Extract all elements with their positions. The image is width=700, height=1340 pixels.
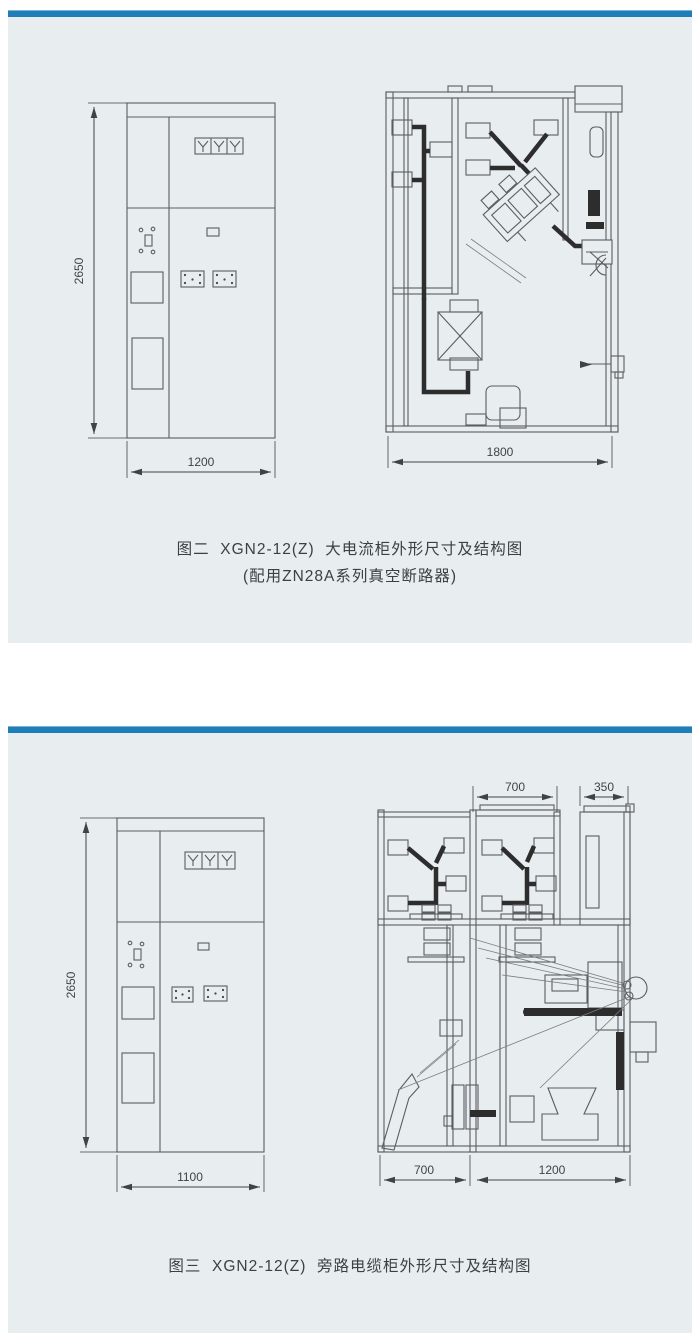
- figure2-caption-line1: 图二 XGN2-12(Z) 大电流柜外形尺寸及结构图: [176, 541, 524, 558]
- fig3-section-view: [377, 803, 657, 1153]
- fig3-disconnector-bay2: [498, 904, 556, 963]
- figure3-panel: 2650 1100: [8, 726, 692, 1333]
- fig3-cable-duct: [381, 1019, 463, 1151]
- fig3-bottom-dimension-700: 700: [379, 1155, 471, 1186]
- fig3-top-dimension-700: 700: [472, 780, 558, 812]
- figure3-drawing: 2650 1100: [64, 780, 657, 1192]
- fig2-width-label: 1200: [188, 455, 215, 469]
- fig3-window-upper: [121, 986, 155, 1020]
- figure2-accent-bar: [8, 10, 692, 17]
- fig2-switch-symbol-box: [194, 137, 244, 155]
- fig2-busbars: [412, 124, 604, 395]
- fig3-height-label: 2650: [64, 971, 78, 998]
- fig2-section-width-label: 1800: [487, 445, 514, 459]
- fig3-switch-symbol-box: [184, 851, 236, 870]
- figure2-caption-line2: (配用ZN28A系列真空断路器): [242, 568, 458, 585]
- fig3-bolted-plate-right: [203, 985, 228, 1002]
- figure3-caption: 图三 XGN2-12(Z) 旁路电缆柜外形尺寸及结构图: [168, 1258, 532, 1275]
- fig2-bushing-insulators: [391, 119, 559, 426]
- figure3-accent-bar: [8, 726, 692, 733]
- fig2-window-lower: [131, 337, 164, 390]
- fig3-front-view: [116, 817, 265, 1153]
- fig3-linkage-node: [397, 937, 648, 1091]
- fig2-height-label: 2650: [72, 257, 86, 284]
- fig2-section-width-dimension: 1800: [387, 436, 613, 468]
- fig2-window-upper: [130, 271, 164, 304]
- fig2-bolted-plate-left: [180, 270, 205, 288]
- fig3-top-700-label: 700: [505, 780, 525, 794]
- fig3-width-label: 1100: [177, 1170, 203, 1184]
- fig2-width-dimension: 1200: [126, 441, 276, 478]
- fig3-lv-compartment-350: [579, 803, 635, 926]
- fig2-door-latch: [580, 355, 625, 379]
- fig2-cable-box: [499, 407, 527, 429]
- fig3-top-dimension-350: 350: [579, 780, 629, 806]
- fig3-disconnector-bay1: [407, 904, 465, 963]
- fig2-bolted-plate-right: [212, 270, 237, 288]
- fig2-support-insulator: [485, 385, 521, 421]
- fig2-section-view: [385, 85, 625, 433]
- fig2-door-handle: [589, 251, 609, 277]
- fig3-bushing-insulators: [387, 837, 557, 912]
- fig3-bottom-1200-label: 1200: [539, 1163, 566, 1177]
- fig2-current-transformer: [437, 311, 483, 361]
- fig3-interlock-indicators: [127, 940, 145, 969]
- fig3-bolted-plate-left: [171, 986, 194, 1003]
- figure2-panel: 2650 1200: [8, 10, 692, 643]
- fig3-top-350-label: 350: [594, 780, 614, 794]
- fig3-height-dimension: 2650: [64, 817, 117, 1153]
- fig3-nameplate: [197, 942, 210, 951]
- fig3-bottom-dimension-1200: 1200: [477, 1155, 631, 1186]
- fig3-width-dimension: 1100: [116, 1155, 265, 1192]
- fig2-nameplate: [206, 227, 220, 237]
- fig3-busbars: [406, 845, 537, 906]
- fig2-front-view: [126, 102, 276, 439]
- fig2-interlock-indicators: [138, 226, 156, 255]
- fig3-bottom-700-label: 700: [414, 1163, 434, 1177]
- fig2-vacuum-breaker: [480, 167, 561, 243]
- figure2-drawing: 2650 1200: [72, 85, 625, 478]
- fig2-height-dimension: 2650: [72, 102, 127, 439]
- fig3-window-lower: [121, 1052, 155, 1104]
